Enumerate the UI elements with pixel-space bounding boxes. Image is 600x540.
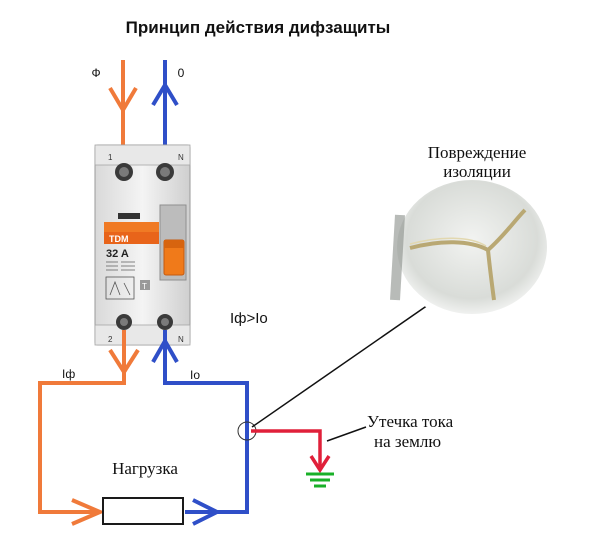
terminal-1: 1 — [108, 153, 113, 162]
device-schematic — [105, 276, 135, 300]
device-rating: 32 A — [106, 248, 129, 260]
ground-icon — [306, 472, 334, 488]
leak-wire — [251, 429, 322, 470]
phase-out-wire — [38, 330, 140, 526]
leak-arrow — [309, 455, 331, 474]
neutral-in-wire — [151, 60, 179, 160]
neutral-current-label: Io — [190, 368, 200, 382]
test-button-letter: T — [142, 282, 147, 291]
damage-label-line2: изоляции — [443, 162, 511, 181]
leak-label-line1: Утечка тока — [367, 412, 454, 431]
neutral-out-wire — [151, 330, 249, 526]
device-brand: TDM — [109, 234, 129, 244]
damage-label-line1: Повреждение — [428, 143, 527, 162]
page-title: Принцип действия дифзащиты — [126, 18, 391, 37]
load-resistor — [102, 497, 184, 525]
terminal-n-top: N — [178, 153, 184, 162]
load-label: Нагрузка — [112, 459, 178, 478]
device-spec-text — [106, 261, 135, 271]
neutral-label: 0 — [178, 66, 185, 80]
terminal-n-bottom: N — [178, 335, 184, 344]
condition-label: Iф>Io — [230, 310, 268, 327]
phase-label: Ф — [91, 66, 100, 80]
terminal-2: 2 — [108, 335, 113, 344]
leak-label-line2: на землю — [374, 432, 441, 451]
test-button-icon — [140, 280, 150, 290]
pointer-line-leak — [326, 426, 367, 442]
phase-in-wire — [108, 60, 138, 160]
insulation-damage-photo — [390, 174, 553, 320]
rcd-device: 1 N TDM 32 A T 2 N — [94, 144, 191, 346]
phase-current-label: Iф — [62, 367, 75, 381]
